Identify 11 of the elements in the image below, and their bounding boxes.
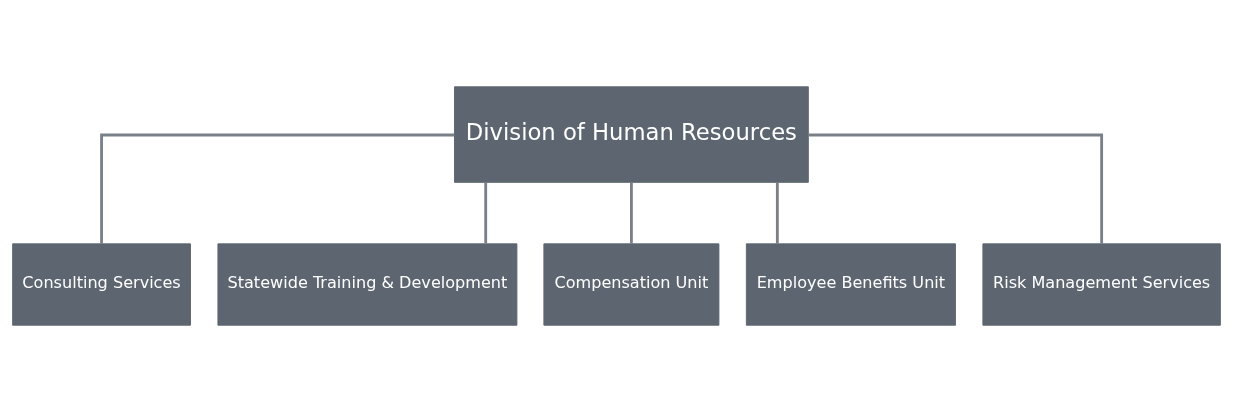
node-box: Statewide Training & Development bbox=[217, 242, 518, 326]
connector bbox=[484, 181, 488, 244]
connector bbox=[775, 181, 779, 244]
node-box: Compensation Unit bbox=[543, 242, 720, 326]
connector bbox=[630, 181, 633, 244]
connector bbox=[100, 133, 455, 244]
node-box: Consulting Services bbox=[12, 242, 191, 326]
node-box: Division of Human Resources bbox=[454, 85, 809, 183]
node-box: Employee Benefits Unit bbox=[745, 242, 956, 326]
node-box: Risk Management Services bbox=[982, 242, 1221, 326]
connector bbox=[808, 133, 1104, 244]
